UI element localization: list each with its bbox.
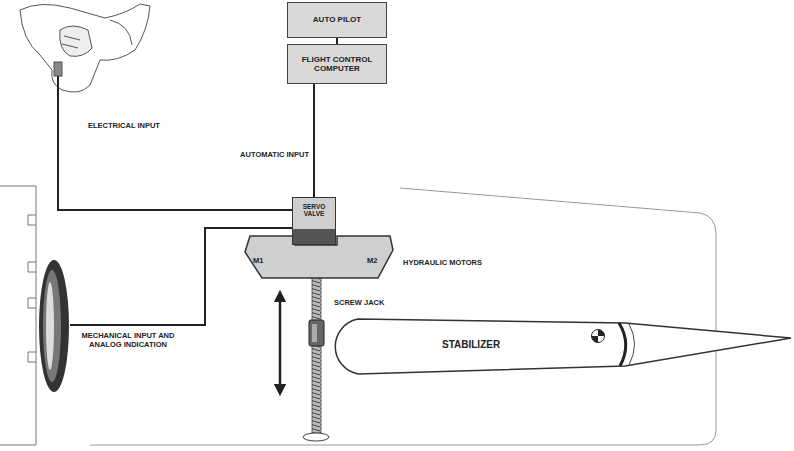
motion-arrow [279,296,282,390]
node-text: M1 [253,257,263,266]
trim-wheel [0,186,69,445]
elevator-hinge [629,324,635,365]
fuselage-outline [90,188,716,445]
node-outline [330,316,792,378]
node-text: SERVO VALVE [295,203,333,218]
line-label: AUTOMATIC INPUT [240,150,309,159]
electrical-wire [58,76,293,210]
node-text: HYDRAULIC MOTORS [403,259,482,268]
outline-path [335,319,791,374]
input-label: MECHANICAL INPUT AND ANALOG INDICATION [80,331,176,349]
part-label: SCREW JACK [334,298,404,307]
outline-path [245,236,393,278]
input-label: ELECTRICAL INPUT [88,121,178,130]
node-text: AUTO PILOT [313,15,361,24]
control-yoke [20,4,150,92]
computer-box: FLIGHT CONTROL COMPUTER [287,44,387,84]
autopilot-box: AUTO PILOT [287,2,387,38]
node-text: STABILIZER [442,339,500,351]
signal-line [313,84,315,197]
pivot-symbol [592,330,605,343]
stabilizer-airfoil: STABILIZER [330,316,792,378]
elevator-hinge [619,323,626,366]
node-text: M2 [367,257,377,266]
node-text: FLIGHT CONTROL COMPUTER [292,55,382,73]
servo-valve-box: SERVO VALVE [292,197,336,245]
